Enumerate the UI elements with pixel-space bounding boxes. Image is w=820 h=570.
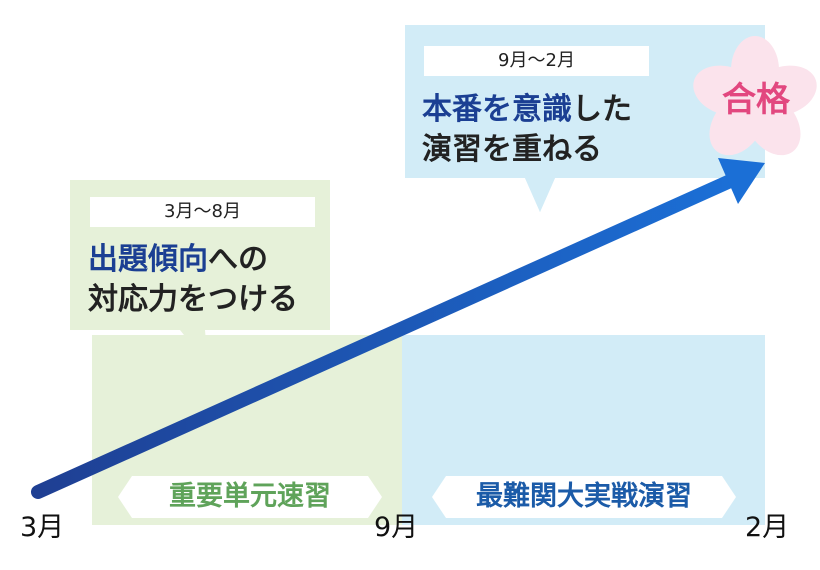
phase2-period-badge: 9月〜2月 — [424, 46, 649, 76]
phase1-label-ribbon — [118, 476, 382, 518]
phase1-description: 出題傾向への 対応力をつける — [88, 240, 298, 320]
phase2-description: 本番を意識した 演習を重ねる — [422, 90, 632, 170]
goal-label: 合格 — [722, 80, 790, 120]
phase2-label-ribbon — [432, 476, 736, 518]
progress-arrow — [31, 158, 765, 499]
phase2-label: 最難関大実戦演習 — [476, 481, 692, 512]
sakura-icon — [693, 36, 817, 156]
timeline-start-label: 3月 — [20, 512, 65, 543]
phase2-description-line2: 演習を重ねる — [422, 132, 602, 167]
timeline-middle-label: 9月 — [374, 512, 419, 543]
phase1-description-rest: への — [208, 242, 268, 277]
phase2-description-rest: した — [572, 92, 632, 127]
phase2-highlight: 本番を意識 — [422, 92, 572, 127]
phase1-description-line2: 対応力をつける — [88, 282, 298, 317]
phase1-period-badge: 3月〜8月 — [90, 197, 315, 227]
timeline-end-label: 2月 — [745, 512, 790, 543]
phase1-label: 重要単元速習 — [169, 481, 331, 512]
phase1-highlight: 出題傾向 — [88, 242, 208, 277]
